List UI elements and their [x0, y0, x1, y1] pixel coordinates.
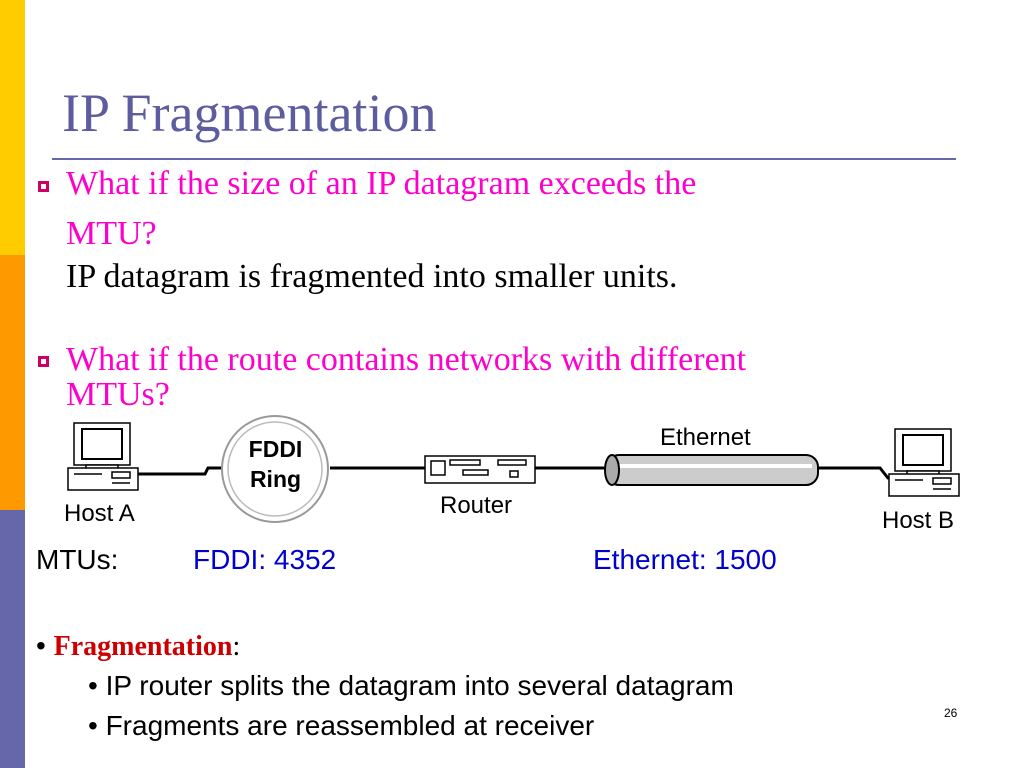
- mtus-label: MTUs:: [36, 544, 119, 575]
- ethernet-mtu-value: Ethernet: 1500: [593, 544, 777, 575]
- router-label: Router: [440, 492, 513, 519]
- bullet-square-icon: [38, 181, 49, 192]
- bullet-dot: •: [36, 630, 46, 661]
- sidebar-yellow-block: [0, 0, 25, 255]
- fragmentation-heading: • Fragmentation:: [36, 630, 240, 663]
- sidebar-orange-block: [0, 255, 25, 510]
- fddi-mtu-value: FDDI: 4352: [193, 544, 337, 575]
- slide-title: IP Fragmentation: [62, 83, 437, 143]
- ethernet-label: Ethernet: [660, 424, 751, 451]
- question-2-line-1: What if the route contains networks with…: [66, 341, 747, 378]
- question-2-line-2: MTUs?: [66, 376, 170, 413]
- host-a-label: Host A: [64, 500, 135, 527]
- fddi-label-line-1: FDDI: [248, 436, 303, 462]
- fddi-label-line-2: Ring: [249, 466, 302, 492]
- answer-1: IP datagram is fragmented into smaller u…: [66, 258, 678, 295]
- fragmentation-point-1: • IP router splits the datagram into sev…: [88, 670, 734, 701]
- fddi-ring-label: FDDI Ring: [218, 434, 333, 494]
- computer-icon: [67, 422, 139, 491]
- question-1-line-1: What if the size of an IP datagram excee…: [66, 165, 697, 202]
- fddi-ring-icon: [221, 415, 329, 523]
- title-underline: [52, 158, 956, 160]
- question-1-line-2: MTU?: [66, 215, 157, 252]
- host-b-label: Host B: [882, 507, 955, 534]
- bullet-square-icon: [38, 356, 49, 367]
- ethernet-cable-icon: [604, 454, 819, 486]
- fragmentation-colon: :: [232, 631, 241, 662]
- fragmentation-term: Fragmentation: [53, 631, 233, 662]
- page-number: 26: [944, 706, 958, 720]
- sidebar-purple-block: [0, 510, 25, 768]
- computer-icon: [888, 428, 960, 497]
- router-icon: [424, 455, 536, 484]
- network-diagram: [67, 415, 960, 523]
- sidebar-color-bar: [0, 0, 25, 768]
- fragmentation-point-2: • Fragments are reassembled at receiver: [88, 710, 595, 741]
